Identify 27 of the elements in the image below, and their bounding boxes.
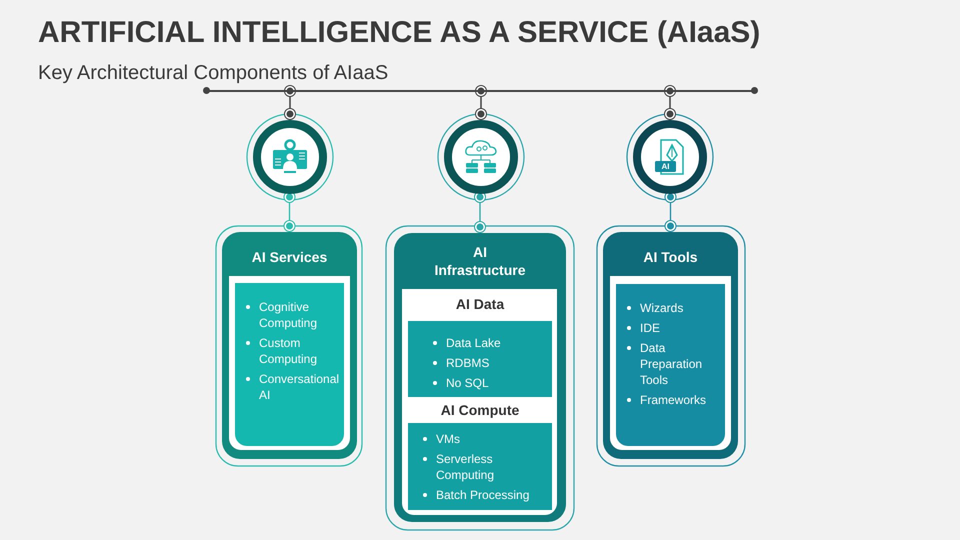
card-heading: AI Services (250, 248, 328, 266)
bullet-item: Data Preparation Tools (640, 341, 702, 387)
bullet-item: Frameworks (640, 393, 706, 407)
bullet-item: RDBMS (446, 356, 490, 370)
icon-circle (633, 120, 707, 194)
card-heading: AI Infrastructure (434, 243, 526, 279)
bullet-item: Cognitive Computing (259, 300, 318, 330)
icon-circle (444, 120, 518, 194)
section-heading: AI Data (454, 295, 506, 313)
bullet-item: Data Lake (446, 336, 501, 350)
bullet-item: Serverless Computing (436, 452, 494, 482)
list-panel (235, 283, 344, 446)
bullet-item: VMs (436, 432, 460, 446)
list-panel (616, 284, 725, 446)
subtitle: Key Architectural Components of AIaaS (38, 62, 388, 85)
icon-circle (253, 120, 327, 194)
bullet-item: Conversational AI (259, 372, 340, 402)
card-heading: AI Tools (642, 248, 699, 266)
bullet-item: No SQL (446, 376, 489, 390)
bullet-item: Wizards (640, 301, 684, 315)
bullet-item: IDE (640, 321, 660, 335)
icon-label: AI (660, 162, 670, 172)
section-heading: AI Compute (440, 401, 520, 419)
bullet-item: Custom Computing (259, 336, 318, 366)
bullet-item: Batch Processing (436, 488, 530, 502)
title: ARTIFICIAL INTELLIGENCE AS A SERVICE (AIaaS) (38, 16, 760, 50)
category-card (603, 232, 738, 459)
